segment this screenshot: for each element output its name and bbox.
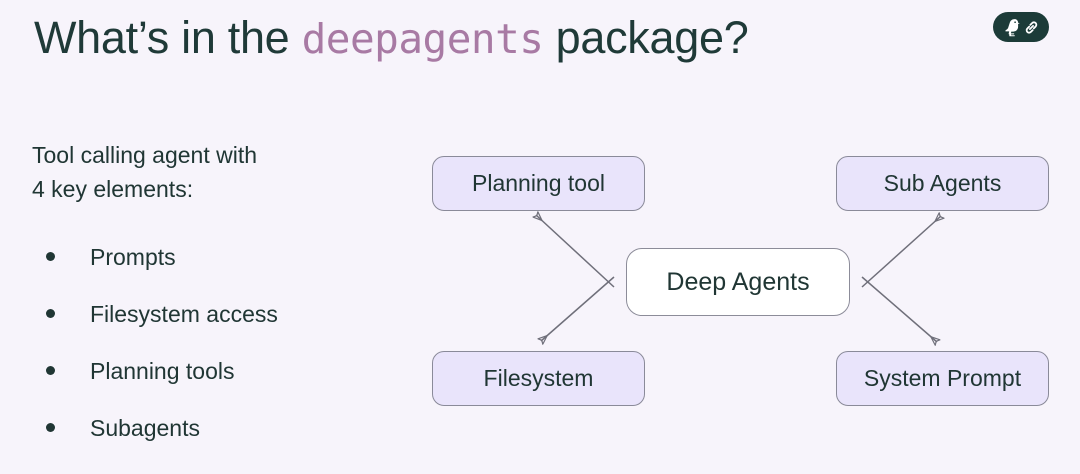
diagram-node-planning-tool[interactable]: Planning tool	[432, 156, 645, 211]
lede-line-2: 4 key elements:	[32, 176, 194, 202]
node-label: System Prompt	[863, 365, 1022, 391]
list-item-label: Planning tools	[90, 358, 235, 384]
page-title-prefix: What’s in the	[34, 12, 302, 63]
page-title-suffix: package?	[543, 12, 749, 63]
bullet-dot-icon	[46, 309, 55, 318]
edge-center-to-sysprompt	[861, 276, 941, 346]
list-item-label: Filesystem access	[90, 301, 278, 327]
edge-center-to-filesystem	[537, 276, 615, 345]
page-title: What’s in the deepagents package?	[34, 8, 749, 69]
diagram-node-system-prompt[interactable]: System Prompt	[836, 351, 1049, 406]
diagram-node-sub-agents[interactable]: Sub Agents	[836, 156, 1049, 211]
list-item: Planning tools	[32, 356, 392, 413]
diagram-node-deep-agents[interactable]: Deep Agents	[626, 248, 850, 316]
node-label: Deep Agents	[666, 267, 810, 296]
edge-center-to-planning	[532, 211, 615, 288]
key-elements-list: Prompts Filesystem access Planning tools…	[32, 242, 392, 470]
edge-center-to-subagents	[861, 212, 945, 288]
node-label: Sub Agents	[883, 170, 1002, 196]
bullet-dot-icon	[46, 366, 55, 375]
list-item-label: Prompts	[90, 244, 176, 270]
list-item: Prompts	[32, 242, 392, 299]
diagram-node-filesystem[interactable]: Filesystem	[432, 351, 645, 406]
list-item: Filesystem access	[32, 299, 392, 356]
langchain-badge[interactable]	[993, 12, 1049, 42]
bullet-dot-icon	[46, 252, 55, 261]
link-icon	[1023, 19, 1040, 36]
parrot-icon	[1003, 18, 1020, 37]
bullet-dot-icon	[46, 423, 55, 432]
list-item: Subagents	[32, 413, 392, 470]
node-label: Planning tool	[472, 170, 605, 196]
list-item-label: Subagents	[90, 415, 200, 441]
lede-text: Tool calling agent with 4 key elements:	[32, 138, 362, 206]
node-label: Filesystem	[483, 365, 594, 391]
package-name-code: deepagents	[301, 15, 544, 63]
lede-line-1: Tool calling agent with	[32, 142, 258, 168]
